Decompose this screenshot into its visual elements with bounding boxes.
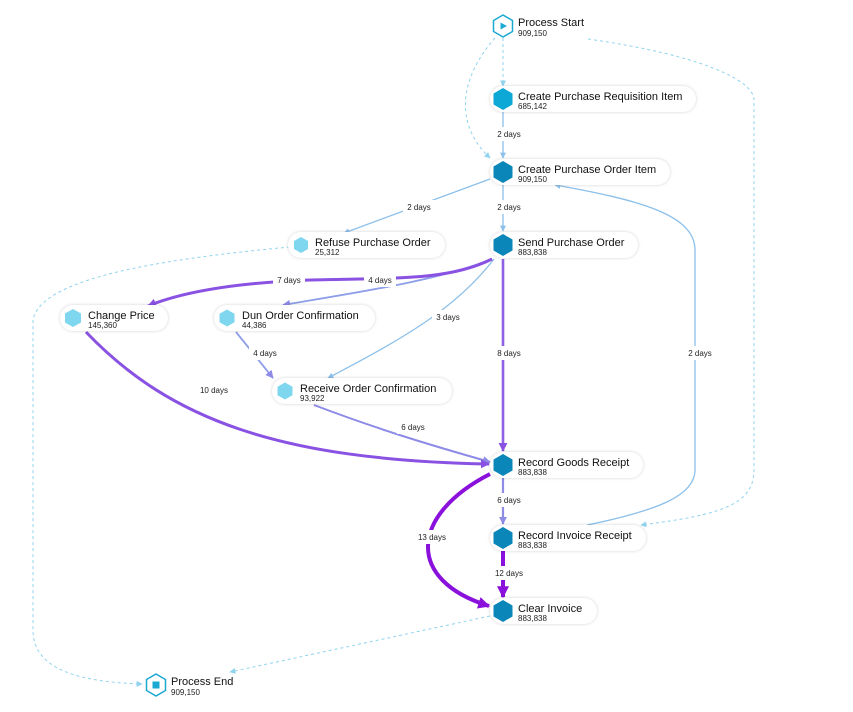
node-label: Process Start (518, 17, 585, 29)
process-end-icon (145, 673, 167, 697)
edge-label-goods-to-invoice: 6 days (497, 496, 521, 505)
node-count: 883,838 (518, 468, 547, 477)
activity-hexagon-icon (277, 382, 293, 400)
activity-hexagon-icon (493, 161, 513, 183)
edge-label-goods-to-clear: 13 days (418, 533, 446, 542)
edge-refuse-to-end[interactable] (32, 246, 291, 687)
edge-send-to-receive[interactable] (327, 258, 495, 379)
node-pill (272, 378, 452, 404)
node-count: 909,150 (518, 175, 547, 184)
edge-label-bg (493, 493, 525, 507)
edge-label-send-to-change: 7 days (277, 276, 301, 285)
node-label: Process End (171, 676, 234, 688)
activity-hexagon-icon (493, 527, 513, 549)
edge-label-po-to-refuse: 2 days (407, 203, 431, 212)
edge-label-bg (493, 127, 525, 141)
edge-label-bg (364, 273, 396, 287)
edge-label-bg (403, 200, 435, 214)
node-count: 93,922 (300, 394, 325, 403)
edge-change-to-goods[interactable] (84, 330, 490, 469)
edge-label-send-to-receive: 3 days (436, 313, 460, 322)
node-label: Send Purchase Order (518, 237, 625, 249)
edge-invoice-to-po[interactable] (554, 182, 696, 526)
edge-start-to-invoice[interactable] (587, 38, 755, 528)
node-count: 909,150 (518, 29, 547, 38)
edge-label-send-to-goods: 8 days (497, 349, 521, 358)
node-pill (490, 86, 696, 112)
edge-receive-to-goods[interactable] (313, 404, 491, 464)
node-pill (490, 232, 638, 258)
edge-send-to-change[interactable] (147, 257, 493, 308)
edge-label-bg (397, 420, 429, 434)
node-count: 44,386 (242, 321, 267, 330)
node-count: 883,838 (518, 541, 547, 550)
activity-hexagon-icon (65, 309, 81, 327)
node-pill (490, 452, 643, 478)
edge-label-bg (493, 346, 525, 360)
edge-label-bg (414, 530, 450, 544)
activity-hexagon-icon (294, 237, 308, 253)
edge-label-bg (249, 346, 281, 360)
node-label: Dun Order Confirmation (242, 310, 359, 322)
node-label: Create Purchase Requisition Item (518, 91, 683, 103)
activity-hexagon-icon (493, 600, 513, 622)
edge-label-bg (196, 383, 232, 397)
edge-label-invoice-to-clear: 12 days (495, 569, 523, 578)
node-pill (490, 525, 646, 551)
node-count: 685,142 (518, 102, 547, 111)
node-count: 25,312 (315, 248, 340, 257)
node-label: Create Purchase Order Item (518, 164, 657, 176)
activity-hexagon-icon (493, 88, 513, 110)
edge-label-send-to-dun: 4 days (368, 276, 392, 285)
edge-label-bg (684, 346, 716, 360)
edge-label-bg (493, 200, 525, 214)
process-start-icon (492, 14, 514, 38)
edge-label-bg (432, 310, 464, 324)
node-count: 909,150 (171, 688, 200, 697)
edge-start-to-po[interactable] (464, 37, 496, 159)
node-pill (490, 159, 670, 185)
node-label: Receive Order Confirmation (300, 383, 437, 395)
node-count: 145,360 (88, 321, 117, 330)
edge-label-pr-to-po: 2 days (497, 130, 521, 139)
node-label: Record Goods Receipt (518, 457, 630, 469)
edge-label-bg (491, 566, 527, 580)
edge-clear-to-end[interactable] (229, 615, 491, 674)
edge-goods-to-clear[interactable] (426, 472, 491, 609)
edge-label-bg (273, 273, 305, 287)
node-label: Change Price (88, 310, 155, 322)
edge-label-change-to-goods: 10 days (200, 386, 228, 395)
activity-hexagon-icon (493, 234, 513, 256)
edge-label-invoice-to-po: 2 days (688, 349, 712, 358)
node-pill (288, 232, 445, 258)
node-label: Refuse Purchase Order (315, 237, 431, 249)
edge-label-dun-to-receive: 4 days (253, 349, 277, 358)
activity-hexagon-icon (493, 454, 513, 476)
node-count: 883,838 (518, 248, 547, 257)
edge-label-po-to-send: 2 days (497, 203, 521, 212)
activity-hexagon-icon (219, 309, 235, 327)
edge-label-receive-to-goods: 6 days (401, 423, 425, 432)
node-count: 883,838 (518, 614, 547, 623)
node-label: Clear Invoice (518, 603, 583, 615)
node-pill (214, 305, 375, 331)
node-label: Record Invoice Receipt (518, 530, 632, 542)
